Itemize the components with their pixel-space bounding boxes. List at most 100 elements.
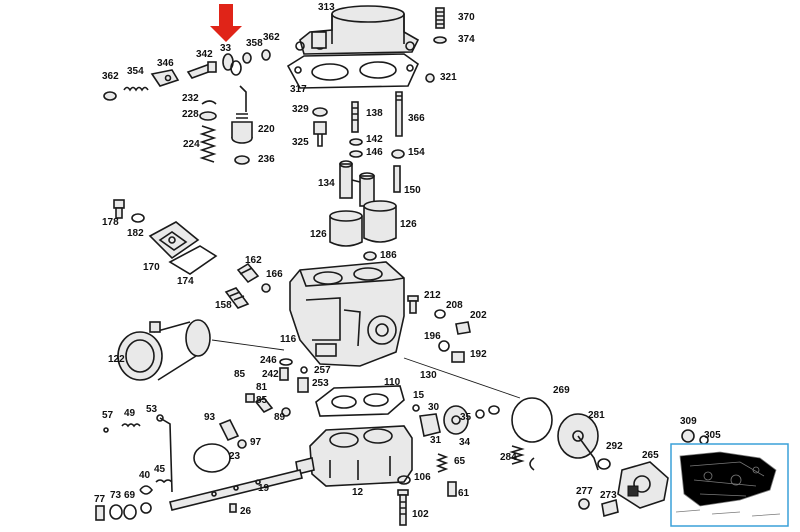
part-label-166: 166 <box>266 269 283 280</box>
part-label-232: 232 <box>182 93 199 104</box>
part-label-40: 40 <box>139 470 151 481</box>
part-146-washer <box>349 150 363 158</box>
part-label-246: 246 <box>260 355 277 366</box>
part-label-106: 106 <box>414 472 431 483</box>
part-label-178: 178 <box>102 217 119 228</box>
part-label-346: 346 <box>157 58 174 69</box>
part-label-257: 257 <box>314 365 331 376</box>
part-77-bolt <box>95 505 105 521</box>
part-label-186: 186 <box>380 250 397 261</box>
part-label-15: 15 <box>413 390 425 401</box>
part-362-clip-left <box>103 91 117 101</box>
part-366-tube <box>395 91 403 137</box>
part-277-nut <box>578 498 590 510</box>
part-134-venturi <box>339 160 375 207</box>
part-label-30: 30 <box>428 402 440 413</box>
part-182-washer <box>131 213 145 223</box>
part-label-35: 35 <box>460 412 472 423</box>
part-label-85: 85 <box>234 369 246 380</box>
part-label-358: 358 <box>246 38 263 49</box>
part-97-washer <box>237 439 247 449</box>
part-370-screw <box>435 7 445 29</box>
part-label-174: 174 <box>177 276 194 287</box>
part-69-washer <box>123 504 137 520</box>
part-186-washer <box>363 251 377 261</box>
part-257-ring <box>300 366 308 374</box>
part-329-washer <box>312 107 328 117</box>
part-label-73: 73 <box>110 490 122 501</box>
part-label-182: 182 <box>127 228 144 239</box>
part-126-float <box>329 200 397 247</box>
part-label-208: 208 <box>446 300 463 311</box>
part-166-washer <box>261 283 271 293</box>
part-116-carburetor-body <box>289 261 405 367</box>
part-label-126: 126 <box>400 219 417 230</box>
part-110-gasket <box>315 385 405 417</box>
part-label-102: 102 <box>412 509 429 520</box>
part-23-throttle-plate <box>193 443 231 473</box>
part-label-34: 34 <box>459 437 471 448</box>
part-label-142: 142 <box>366 134 383 145</box>
part-242-screw <box>279 367 289 381</box>
part-284-spring <box>509 445 525 465</box>
part-label-196: 196 <box>424 331 441 342</box>
part-102-screw <box>397 489 409 526</box>
part-35-washer <box>475 409 485 419</box>
part-174-gasket <box>168 245 218 275</box>
part-53-rod <box>156 414 173 493</box>
part-label-61: 61 <box>458 488 470 499</box>
part-354-spring <box>123 86 149 92</box>
part-label-354: 354 <box>127 66 144 77</box>
part-label-253: 253 <box>312 378 329 389</box>
part-93-screw <box>218 418 240 442</box>
part-label-19: 19 <box>258 483 270 494</box>
part-label-12: 12 <box>352 487 364 498</box>
part-label-154: 154 <box>408 147 425 158</box>
part-label-130: 130 <box>420 370 437 381</box>
part-317-gasket <box>286 53 420 89</box>
part-196-washer <box>438 340 450 352</box>
part-label-273: 273 <box>600 490 617 501</box>
part-label-110: 110 <box>384 377 401 388</box>
part-label-313: 313 <box>318 2 335 13</box>
part-208-washer <box>434 309 446 319</box>
part-35-diaphragm-housing <box>443 405 469 435</box>
part-label-236: 236 <box>258 154 275 165</box>
part-138-pin <box>351 101 359 133</box>
part-label-116: 116 <box>280 334 297 345</box>
part-label-126: 126 <box>310 229 327 240</box>
part-label-170: 170 <box>143 262 160 273</box>
part-73-washer <box>109 504 123 520</box>
part-15-ring <box>412 404 420 412</box>
part-158-screw <box>224 287 250 309</box>
part-label-158: 158 <box>215 300 232 311</box>
part-19-throttle-shaft <box>169 469 303 511</box>
part-label-338-partial: 33 <box>220 43 232 54</box>
part-35-nut <box>488 405 500 415</box>
part-label-93: 93 <box>204 412 216 423</box>
part-269-gasket <box>511 397 553 443</box>
part-label-284: 284 <box>500 452 517 463</box>
part-40-clip <box>139 485 154 495</box>
part-309-nut <box>681 429 709 445</box>
part-label-57: 57 <box>102 410 114 421</box>
part-label-26: 26 <box>240 506 252 517</box>
part-45-spring <box>155 479 173 484</box>
leader-line <box>403 357 521 399</box>
part-label-162: 162 <box>245 255 262 266</box>
part-label-305: 305 <box>704 430 721 441</box>
part-30-lever <box>419 413 441 437</box>
part-321-nut <box>425 73 435 83</box>
part-label-374: 374 <box>458 34 475 45</box>
part-192-plug <box>451 351 465 363</box>
part-label-269: 269 <box>553 385 570 396</box>
part-362-clip <box>261 49 271 61</box>
part-170-cover <box>148 221 200 260</box>
part-label-122: 122 <box>108 354 125 365</box>
part-label-242: 242 <box>262 369 279 380</box>
part-label-138: 138 <box>366 108 383 119</box>
part-label-134: 134 <box>318 178 335 189</box>
part-228-washer <box>199 111 217 121</box>
part-label-97: 97 <box>250 437 262 448</box>
